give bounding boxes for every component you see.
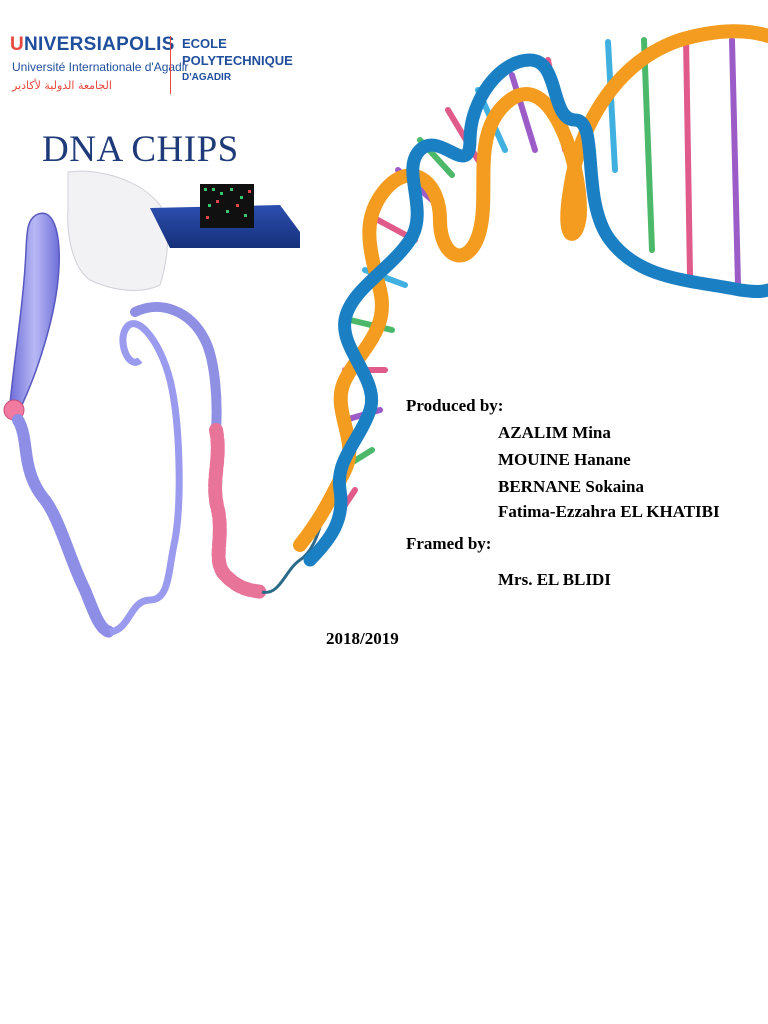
university-logo: UNIVERSIAPOLIS Université Internationale… [10,34,293,96]
document-title: DNA CHIPS [42,129,239,170]
logo-subtitle: Université Internationale d'Agadir [12,60,189,74]
framed-by-label: Framed by: [406,534,492,553]
author-name: MOUINE Hanane [498,450,631,469]
logo-university-name: UNIVERSIAPOLIS [10,34,175,55]
chromosome-arm [3,212,60,421]
author-name: AZALIM Mina [498,423,611,442]
produced-by-label: Produced by: [406,396,504,415]
author-name: Fatima-Ezzahra EL KHATIBI [498,502,720,521]
author-name: BERNANE Sokaina [498,477,644,496]
academic-year: 2018/2019 [326,629,399,648]
dna-helix [293,24,768,567]
logo-divider [170,36,171,94]
logo-school-name: ECOLE POLYTECHNIQUE D'AGADIR [182,36,293,83]
logo-arabic-name: الجامعة الدولية لأكادير [12,79,112,92]
supervisor-name: Mrs. EL BLIDI [498,570,611,589]
dna-chip-illustration [67,170,300,291]
chromatin-coil [12,302,332,638]
